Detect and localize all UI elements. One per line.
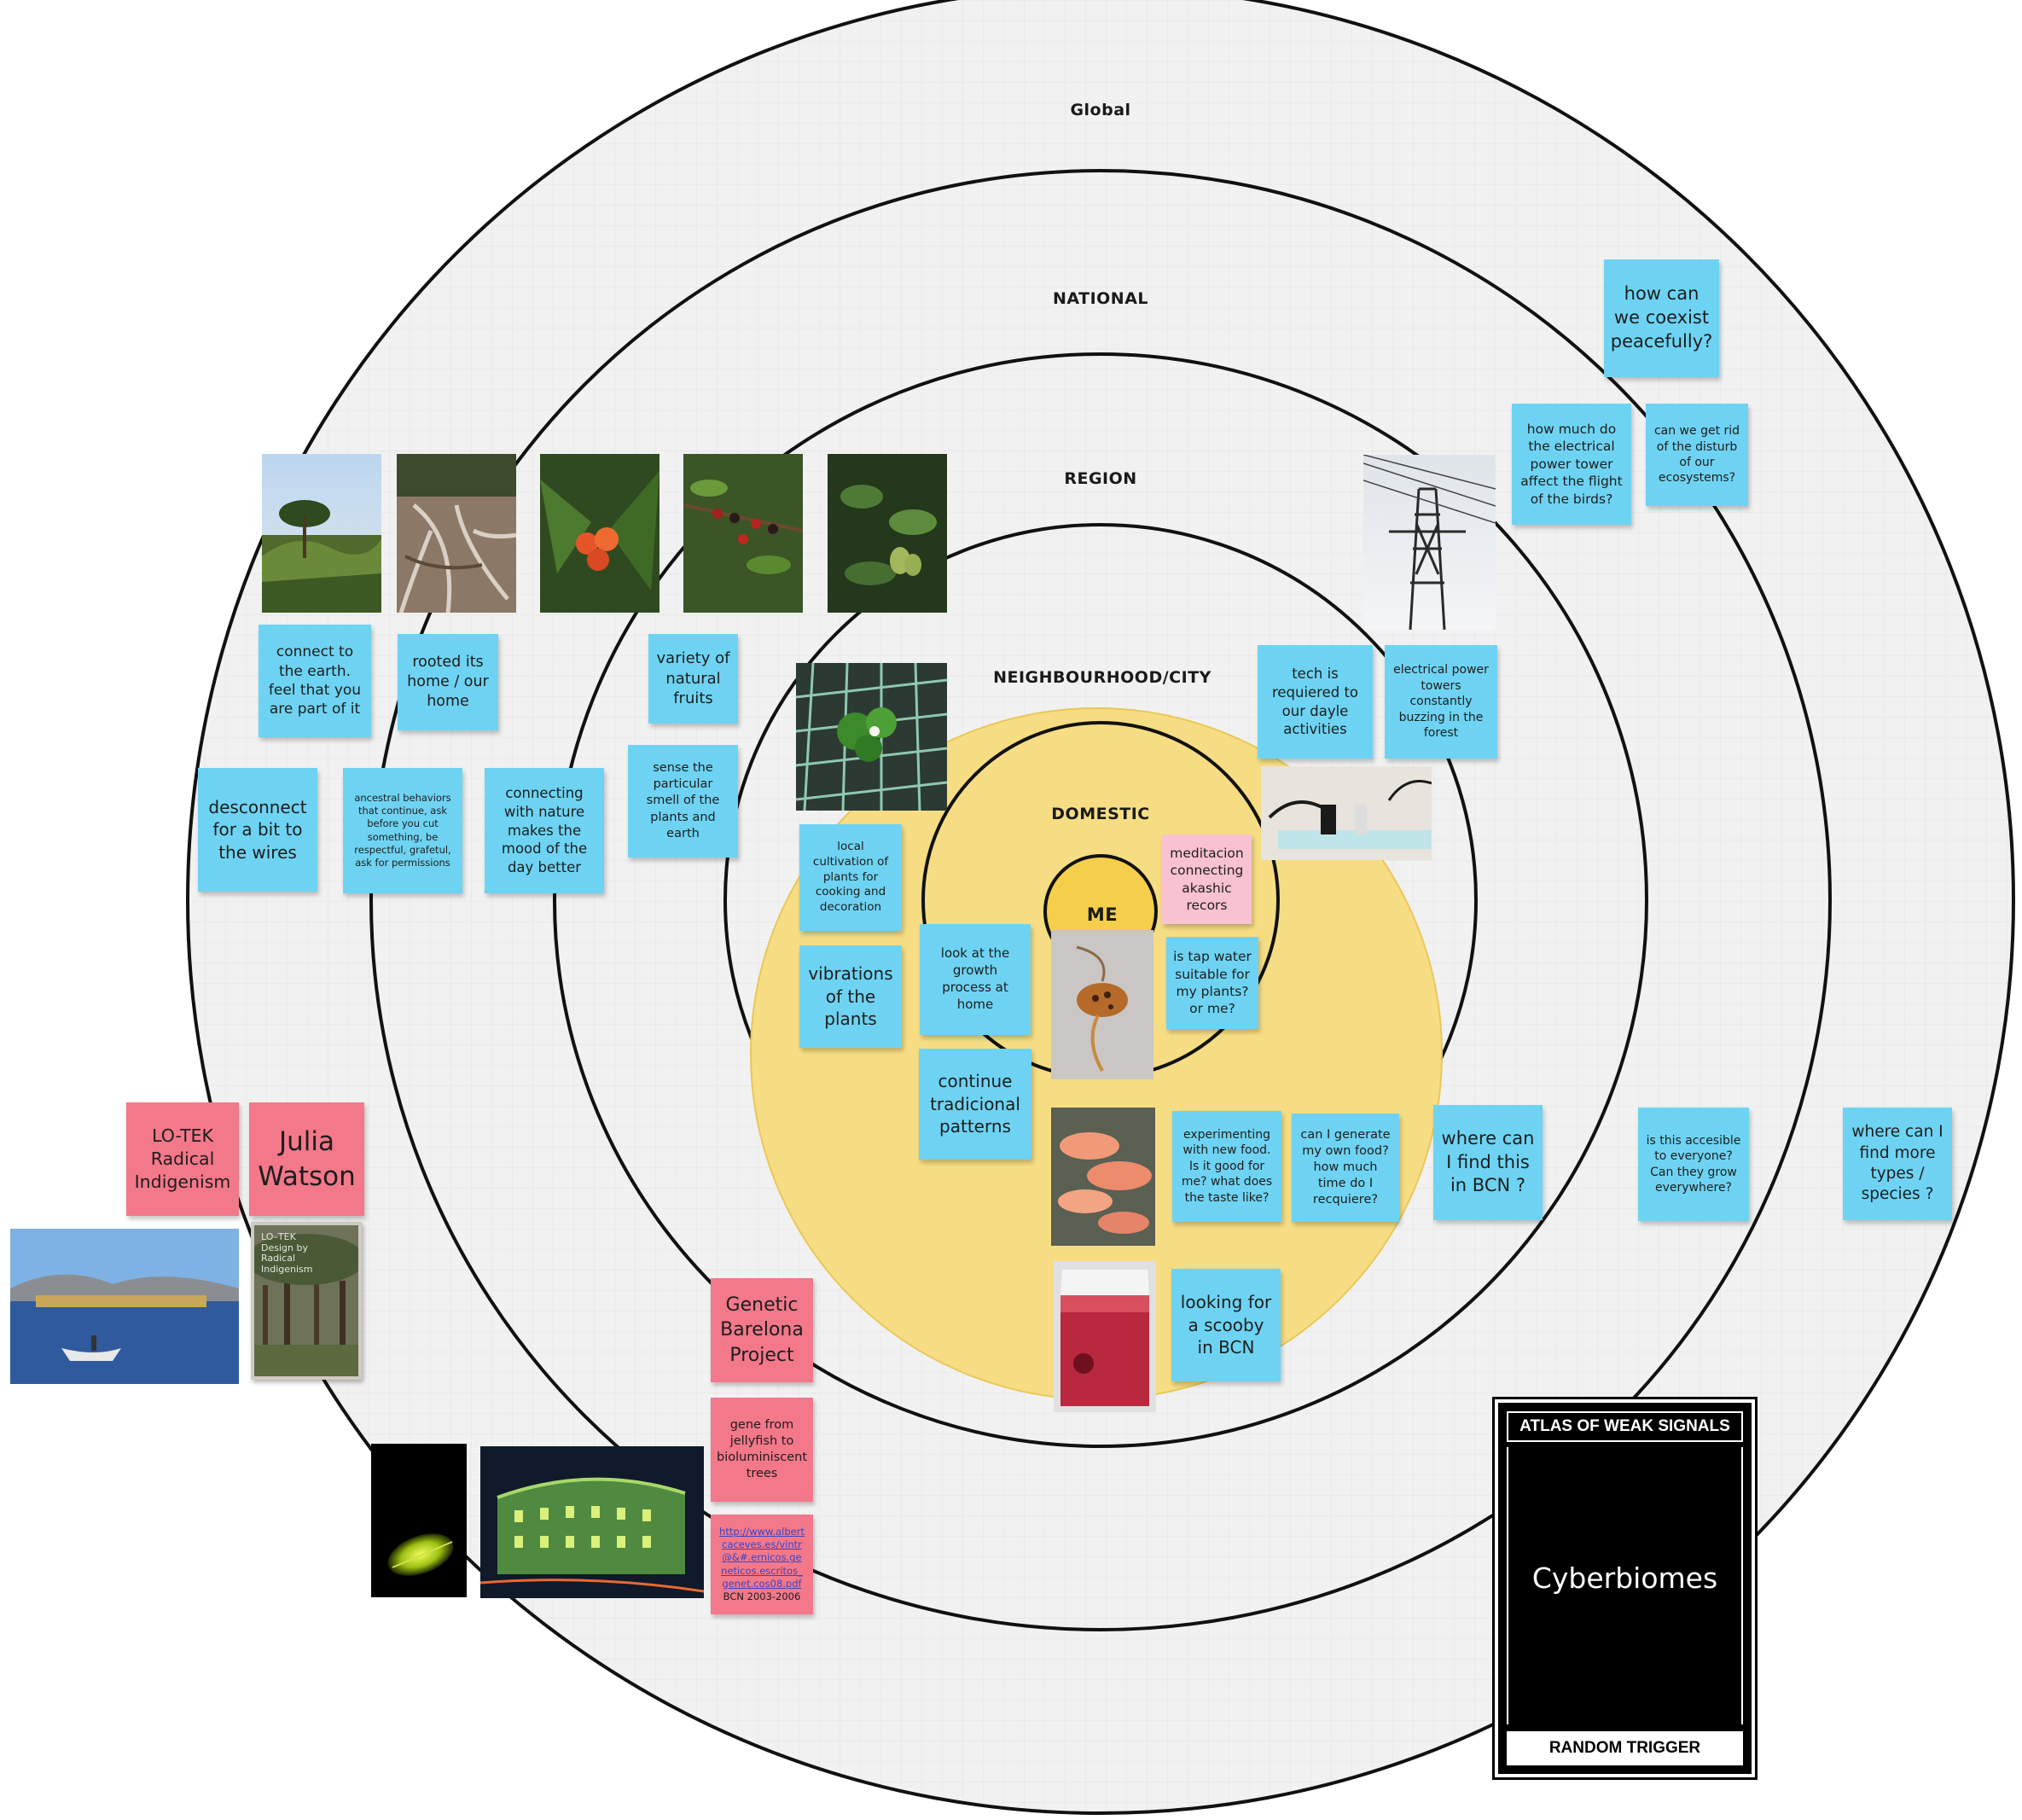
photo-lotek-book[interactable]: LO–TEK Design by Radical Indigenism — [251, 1222, 362, 1380]
atlas-weak-signals-card[interactable]: ATLAS OF WEAK SIGNALS Cyberbiomes RANDOM… — [1492, 1397, 1758, 1780]
ring-label-domestic: DOMESTIC — [1051, 805, 1150, 823]
photo-power-tower[interactable] — [1363, 455, 1496, 630]
note-connecting-nature[interactable]: connecting with nature makes the mood of… — [485, 768, 604, 893]
note-generate-food[interactable]: can I generate my own food? how much tim… — [1292, 1114, 1399, 1222]
note-tech-required[interactable]: tech is requiered to our dayle activitie… — [1258, 645, 1373, 759]
source-link[interactable]: http://www.albertcaceves.es/vintr@&#.ern… — [719, 1525, 805, 1590]
ring-label-neighbourhood: NEIGHBOURHOOD/CITY — [993, 668, 1211, 687]
source-link-caption: BCN 2003-2006 — [723, 1590, 801, 1602]
photo-oyster-mushrooms[interactable] — [1051, 1108, 1155, 1246]
photo-pine-hillside[interactable] — [262, 454, 381, 613]
card-footer: RANDOM TRIGGER — [1507, 1731, 1743, 1765]
note-ancestral-behaviors[interactable]: ancestral behaviors that continue, ask b… — [343, 768, 462, 893]
book-title-line2: Design by — [261, 1241, 308, 1253]
note-scooby[interactable]: looking for a scooby in BCN — [1171, 1269, 1281, 1381]
note-accessible[interactable]: is this accesible to everyone? Can they … — [1638, 1108, 1749, 1221]
card-title: Cyberbiomes — [1531, 1561, 1718, 1595]
note-jellyfish-genes[interactable]: gene from jellyfish to bioluminiscent tr… — [711, 1398, 813, 1502]
note-local-cultivation[interactable]: local cultivation of plants for cooking … — [799, 824, 902, 931]
photo-seed-pod[interactable] — [1051, 930, 1153, 1079]
photo-kombucha-scoby[interactable] — [1054, 1261, 1156, 1412]
book-title-line4: Indigenism — [261, 1263, 313, 1275]
note-tap-water[interactable]: is tap water suitable for my plants? or … — [1166, 937, 1258, 1029]
note-growth-process[interactable]: look at the growth process at home — [920, 924, 1031, 1035]
photo-seedling-trays[interactable] — [796, 663, 947, 811]
card-header: ATLAS OF WEAK SIGNALS — [1507, 1411, 1743, 1442]
note-source-link[interactable]: http://www.albertcaceves.es/vintr@&#.ern… — [711, 1515, 813, 1614]
region-ring — [553, 352, 1648, 1448]
note-towers-buzzing[interactable]: electrical power towers constantly buzzi… — [1385, 645, 1497, 759]
note-disconnect-wires[interactable]: desconnect for a bit to the wires — [198, 768, 317, 892]
note-lotek[interactable]: LO-TEK Radical Indigenism — [126, 1102, 239, 1216]
note-coexist[interactable]: how can we coexist peacefully? — [1604, 259, 1719, 377]
ring-label-national: NATIONAL — [1052, 289, 1149, 308]
photo-berries-branch[interactable] — [683, 454, 803, 613]
note-vibrations-plants[interactable]: vibrations of the plants — [799, 945, 902, 1048]
note-julia-watson[interactable]: Julia Watson — [249, 1102, 364, 1216]
card-frame — [1507, 1447, 1743, 1724]
note-disturb-ecosystems[interactable]: can we get rid of the disturb of our eco… — [1646, 404, 1748, 506]
note-rooted-home[interactable]: rooted its home / our home — [398, 634, 498, 730]
note-meditation[interactable]: meditacion connecting akashic recors — [1162, 834, 1252, 924]
book-title-line3: Radical — [261, 1253, 296, 1265]
note-experimenting-food[interactable]: experimenting with new food. Is it good … — [1172, 1111, 1281, 1222]
photo-tree-roots[interactable] — [397, 454, 516, 613]
book-title-line1: LO–TEK — [261, 1231, 296, 1242]
note-more-types[interactable]: where can I find more types / species ? — [1843, 1108, 1952, 1220]
photo-glowing-leaf[interactable] — [371, 1444, 467, 1597]
photo-power-strip[interactable] — [1261, 766, 1432, 860]
photo-arbutus-fruit[interactable] — [540, 454, 659, 613]
photo-reed-islands[interactable] — [10, 1229, 239, 1384]
note-genetic-project[interactable]: Genetic Barelona Project — [711, 1278, 813, 1382]
ring-label-me: ME — [1086, 904, 1118, 925]
note-sense-smell[interactable]: sense the particular smell of the plants… — [628, 745, 738, 858]
note-where-bcn[interactable]: where can I find this in BCN ? — [1433, 1105, 1543, 1220]
note-power-tower-birds[interactable]: how much do the electrical power tower a… — [1512, 404, 1631, 525]
note-traditional-patterns[interactable]: continue tradicional patterns — [919, 1049, 1031, 1160]
ring-label-global: Global — [1070, 101, 1131, 119]
note-natural-fruits[interactable]: variety of natural fruits — [648, 634, 738, 724]
photo-oak-acorns[interactable] — [828, 454, 947, 613]
note-connect-earth[interactable]: connect to the earth. feel that you are … — [259, 625, 371, 737]
ring-label-region: REGION — [1064, 469, 1137, 488]
photo-illuminated-building[interactable] — [480, 1446, 704, 1598]
national-ring — [369, 169, 1832, 1631]
